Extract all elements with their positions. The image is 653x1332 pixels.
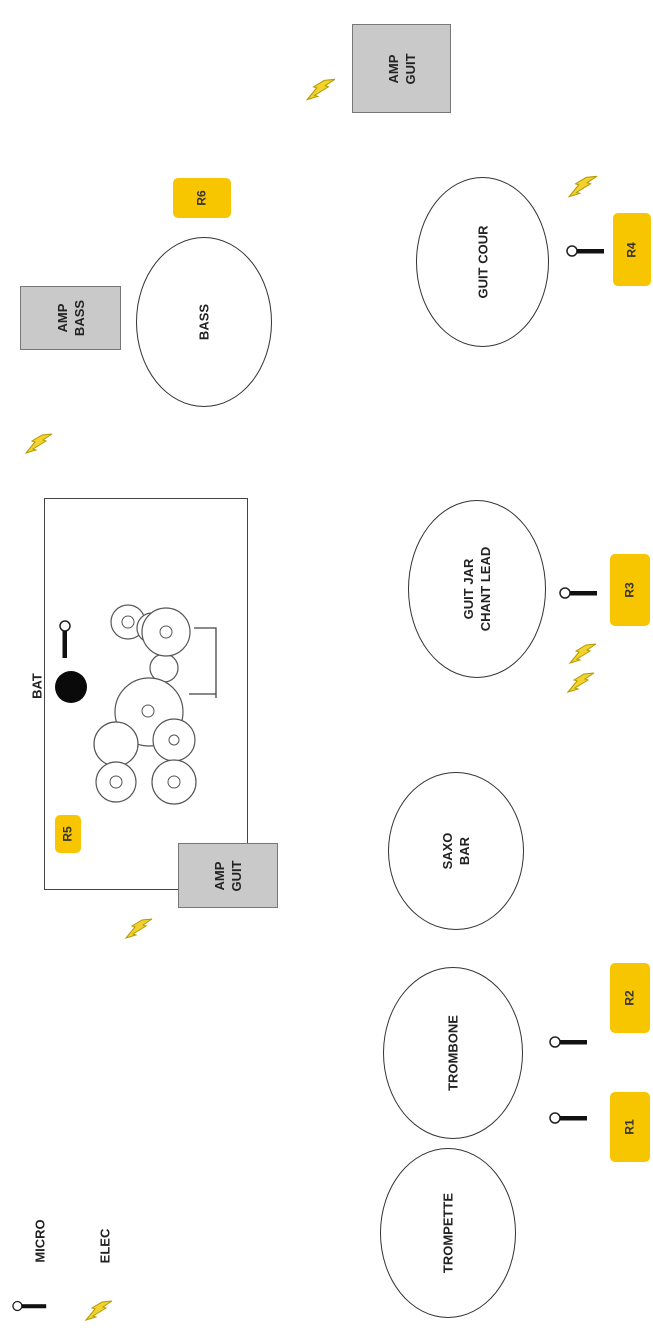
monitor-r4-label: R4 xyxy=(624,242,641,257)
monitor-r1: R1 xyxy=(610,1092,650,1162)
power-icon xyxy=(566,672,596,694)
power-icon xyxy=(124,918,154,940)
drum-rack xyxy=(194,628,216,698)
microphone-icon xyxy=(12,1298,48,1314)
trompette-label: TROMPETTE xyxy=(440,1193,457,1273)
amp-guit-right-label: AMP GUIT xyxy=(385,53,419,84)
drum-circle xyxy=(94,722,138,766)
monitor-r6: R6 xyxy=(173,178,231,218)
amp-bass: AMP BASS xyxy=(20,286,121,350)
legend-micro-label: MICRO xyxy=(32,1219,49,1262)
monitor-r6-label: R6 xyxy=(194,190,211,205)
microphone-icon xyxy=(566,243,606,259)
trompette-position: TROMPETTE xyxy=(380,1148,516,1318)
guit-jar-position: GUIT JAR CHANT LEAD xyxy=(408,500,546,678)
trombone-label: TROMBONE xyxy=(445,1015,462,1091)
monitor-r3: R3 xyxy=(610,554,650,626)
power-icon xyxy=(305,78,337,102)
bass-label: BASS xyxy=(196,304,213,340)
power-icon xyxy=(24,433,54,455)
microphone-icon xyxy=(549,1034,589,1050)
monitor-r1-label: R1 xyxy=(622,1119,639,1134)
power-icon xyxy=(568,643,598,665)
amp-bass-label: AMP BASS xyxy=(54,300,88,336)
legend-elec-label: ELEC xyxy=(97,1229,114,1264)
amp-guit-left-label: AMP GUIT xyxy=(211,860,245,891)
saxo-position: SAXO BAR xyxy=(388,772,524,930)
monitor-r5: R5 xyxy=(55,815,81,853)
drums-label: BAT xyxy=(29,673,46,699)
guit-jar-label: GUIT JAR CHANT LEAD xyxy=(460,547,494,632)
legend-elec: ELEC xyxy=(90,1238,120,1254)
bass-position: BASS xyxy=(136,237,272,407)
legend-micro: MICRO xyxy=(22,1233,58,1249)
microphone-icon xyxy=(559,585,599,601)
guit-cour-label: GUIT COUR xyxy=(474,226,491,299)
drum-throne xyxy=(55,671,87,703)
amp-guit-right: AMP GUIT xyxy=(352,24,451,113)
saxo-label: SAXO BAR xyxy=(439,833,473,870)
amp-guit-left: AMP GUIT xyxy=(178,843,278,908)
monitor-r2: R2 xyxy=(610,963,650,1033)
trombone-position: TROMBONE xyxy=(383,967,523,1139)
monitor-r3-label: R3 xyxy=(622,582,639,597)
microphone-icon xyxy=(549,1110,589,1126)
monitor-r4: R4 xyxy=(613,213,651,286)
monitor-r2-label: R2 xyxy=(622,990,639,1005)
monitor-r5-label: R5 xyxy=(60,826,77,841)
drum-mic-icon xyxy=(57,620,73,660)
guit-cour-position: GUIT COUR xyxy=(416,177,549,347)
power-icon xyxy=(84,1300,114,1322)
power-icon xyxy=(567,175,599,199)
